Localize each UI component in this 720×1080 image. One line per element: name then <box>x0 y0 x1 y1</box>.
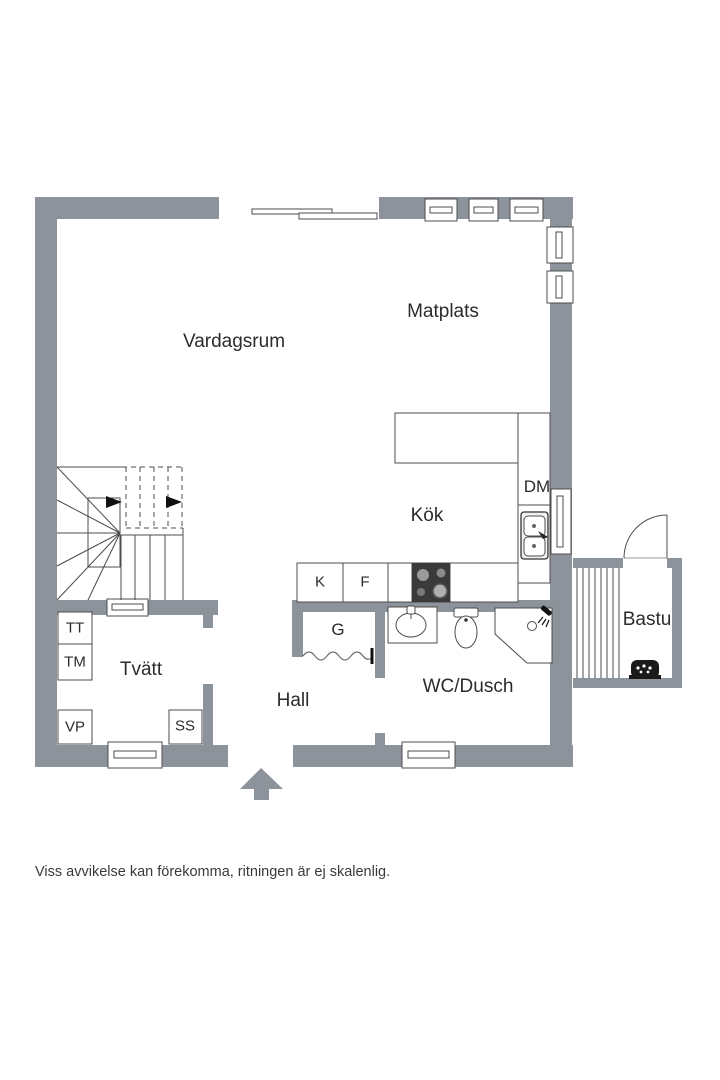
room-label-kok: Kök <box>410 505 444 526</box>
closet-label-g: G <box>331 620 345 639</box>
laundry-appliances <box>57 611 203 745</box>
room-label-wc-dusch: WC/Dusch <box>422 676 514 697</box>
disclaimer-text: Viss avvikelse kan förekomma, ritningen … <box>35 864 391 880</box>
appliance-label-f: F <box>360 573 370 591</box>
closet-curtain <box>302 648 374 664</box>
room-label-tvatt: Tvätt <box>119 659 163 680</box>
room-label-bastu: Bastu <box>622 609 672 630</box>
appliance-label-vp: VP <box>64 718 86 736</box>
window <box>550 488 572 555</box>
sauna-heater-icon <box>629 660 661 679</box>
room-label-vardagsrum: Vardagsrum <box>182 331 286 352</box>
toilet-icon <box>453 607 479 649</box>
washbasin-icon <box>395 605 427 638</box>
window <box>424 198 458 222</box>
stove-icon <box>412 563 450 602</box>
window <box>546 226 574 264</box>
stair-direction-arrow <box>166 496 182 508</box>
tm-box <box>57 643 93 681</box>
appliance-label-tm: TM <box>64 653 86 671</box>
sliding-door <box>251 208 378 220</box>
windows <box>106 198 574 769</box>
room-label-hall: Hall <box>276 690 310 711</box>
appliance-label-tt: TT <box>65 619 85 637</box>
window <box>546 270 574 304</box>
shower-icon <box>494 605 553 664</box>
kitchen-sink-icon <box>520 511 549 560</box>
tt-box <box>57 611 93 645</box>
vp-box <box>57 709 93 745</box>
stairs <box>56 466 184 601</box>
exterior-walls <box>35 197 573 767</box>
wall-openings <box>219 196 379 768</box>
entrance-arrow-icon <box>240 768 283 800</box>
appliance-label-k: K <box>314 573 326 591</box>
understair-hatch <box>106 598 149 617</box>
room-label-matplats: Matplats <box>407 301 479 322</box>
window <box>468 198 499 222</box>
appliance-label-ss: SS <box>174 717 196 735</box>
wc-fixtures <box>387 605 553 664</box>
sauna-bench-hatching <box>576 568 620 678</box>
kitchen-counters <box>296 412 551 603</box>
sauna-walls <box>573 558 682 688</box>
sauna-door <box>623 514 668 559</box>
window <box>509 198 544 222</box>
stair-direction-arrow <box>106 496 122 508</box>
window <box>401 741 456 769</box>
window <box>107 741 163 769</box>
appliance-label-dm: DM <box>523 477 551 496</box>
ss-box <box>168 709 203 745</box>
